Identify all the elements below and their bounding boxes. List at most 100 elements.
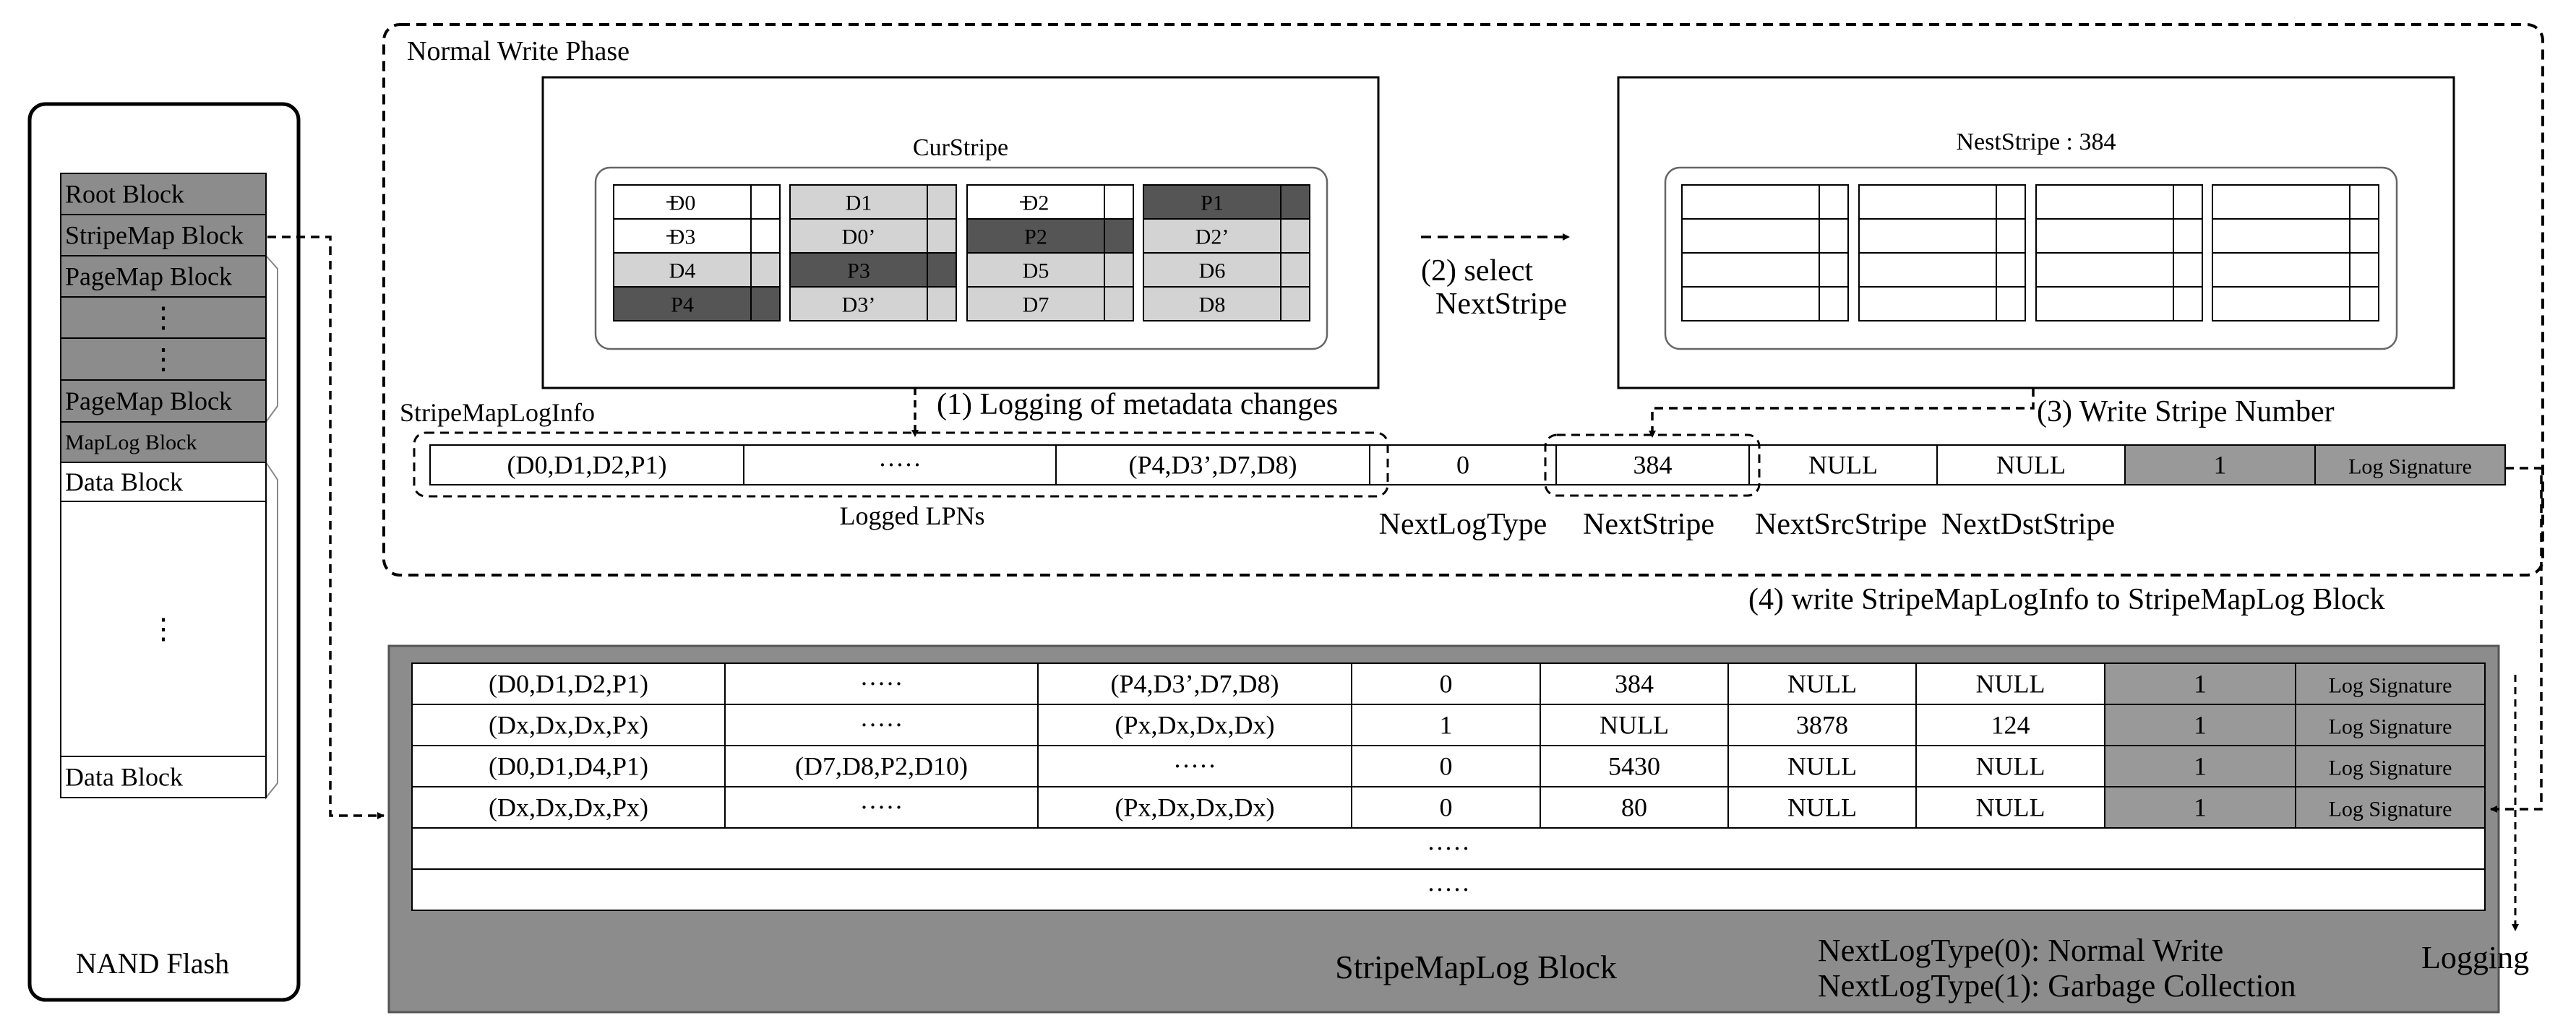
- step3-arrow: [1649, 388, 2035, 438]
- next-stripe-oob-cell: [2173, 218, 2203, 254]
- nand-block-label: StripeMap Block: [65, 221, 244, 250]
- log-table-value: 384: [1615, 670, 1654, 699]
- stripe-page-cell: [789, 184, 928, 220]
- next-stripe-cell: [2212, 184, 2350, 220]
- log-table-value: (Dx,Dx,Dx,Px): [489, 793, 648, 822]
- log-info-value: NULL: [1996, 451, 2066, 480]
- log-table-value: (D7,D8,P2,D10): [795, 752, 968, 781]
- nand-block: [60, 214, 267, 256]
- stripe-page-label: P1: [1201, 191, 1224, 215]
- log-table-cell: [2104, 662, 2296, 705]
- next-stripe-oob-cell: [2349, 184, 2379, 220]
- stripe-oob-cell: [1280, 286, 1310, 321]
- stripe-page-label: D1: [846, 191, 872, 215]
- stripe-oob-cell: [750, 286, 781, 321]
- log-table-cell: [1037, 662, 1352, 705]
- logged-lpns-bracket: [413, 431, 1389, 498]
- cur-stripe-inner: [594, 166, 1328, 350]
- log-table-cell: [2295, 786, 2486, 829]
- log-table-cell: [411, 745, 726, 787]
- next-stripe-oob-cell: [1996, 286, 2026, 321]
- legend-line-1: NextLogType(0): Normal Write: [1818, 933, 2223, 968]
- log-table-value: (Px,Dx,Dx,Dx): [1115, 793, 1275, 822]
- next-stripe-oob-cell: [2173, 184, 2203, 220]
- log-table-cell: [724, 704, 1039, 746]
- log-table-value: 80: [1621, 793, 1647, 822]
- log-table-cell: [1540, 704, 1729, 746]
- log-table-cell: [1351, 662, 1541, 705]
- stripemap-to-log-arrow: [267, 236, 385, 819]
- step2-label-line1: (2) select: [1421, 254, 1533, 288]
- stripe-page-cell: [789, 218, 928, 254]
- nand-ellipsis: ⋮: [149, 343, 178, 376]
- step3-label: (3) Write Stripe Number: [2037, 395, 2335, 428]
- log-table-value: (P4,D3’,D7,D8): [1111, 670, 1279, 699]
- next-stripe-oob-cell: [2349, 252, 2379, 288]
- nand-title: NAND Flash: [76, 947, 229, 980]
- log-table-value: 0: [1440, 752, 1453, 781]
- stripe-page-label: D8: [1199, 293, 1226, 317]
- log-table-value: (Px,Dx,Dx,Dx): [1115, 711, 1275, 740]
- stripe-page-label: D2’: [1195, 225, 1229, 249]
- datablock-stack-shadow: [265, 459, 278, 800]
- log-table-value: 5430: [1608, 752, 1660, 781]
- log-table-value: 3878: [1796, 711, 1848, 740]
- next-stripe-cell: [2035, 252, 2174, 288]
- log-table-value: NULL: [1787, 793, 1857, 822]
- label-next-src-stripe: NextSrcStripe: [1755, 508, 1927, 541]
- next-stripe-cell: [2212, 286, 2350, 321]
- stripe-oob-cell: [750, 184, 781, 220]
- step1-label: (1) Logging of metadata changes: [937, 388, 1338, 421]
- nand-block-label: PageMap Block: [65, 262, 232, 291]
- stripe-oob-cell: [750, 218, 781, 254]
- log-table-value: Log Signature: [2329, 798, 2452, 821]
- next-stripe-cell: [2035, 218, 2174, 254]
- next-stripe-oob-cell: [1996, 218, 2026, 254]
- nand-block: [60, 255, 267, 298]
- log-table-value: ·····: [1173, 752, 1216, 781]
- log-table-value: (D0,D1,D2,P1): [489, 670, 648, 699]
- next-stripe-title: NestStripe : 384: [1957, 129, 2116, 155]
- nand-block-label: Data Block: [65, 467, 183, 496]
- log-table-cell: [2295, 745, 2486, 787]
- next-stripe-panel: NestStripe : 384: [1617, 76, 2455, 389]
- stripe-page-label: P2: [1024, 225, 1047, 249]
- stripe-oob-cell: [1104, 218, 1134, 254]
- log-table-cell: [1037, 786, 1352, 829]
- log-info-value: (D0,D1,D2,P1): [507, 451, 667, 480]
- log-info-value: (P4,D3’,D7,D8): [1129, 451, 1297, 480]
- cur-stripe-panel: CurStripe D0D3D4P4D1D0’P3D3’D2P2D5D7P1D2…: [541, 76, 1380, 389]
- stripe-page-cell: [613, 218, 752, 254]
- stripe-oob-cell: [1280, 252, 1310, 288]
- log-table-ellipsis: ·····: [1427, 876, 1470, 905]
- stripe-oob-cell: [927, 286, 957, 321]
- log-table-cell: [1540, 662, 1729, 705]
- log-table-ellipsis: ·····: [1427, 834, 1470, 863]
- next-stripe-oob-cell: [2173, 286, 2203, 321]
- log-table-value: ·····: [860, 793, 903, 822]
- log-info-title: StripeMapLogInfo: [400, 398, 595, 427]
- next-stripe-cell: [1858, 286, 1997, 321]
- log-table-cell: [724, 662, 1039, 705]
- stripe-page-label: D3’: [842, 293, 876, 317]
- next-stripe-cell: [2212, 252, 2350, 288]
- stripe-page-cell: [613, 252, 752, 288]
- next-stripe-oob-cell: [1819, 184, 1849, 220]
- logging-label: Logging: [2421, 940, 2529, 975]
- log-table-value: 1: [2194, 670, 2207, 699]
- next-stripe-cell: [2035, 286, 2174, 321]
- normal-write-title: Normal Write Phase: [407, 36, 630, 66]
- stripe-page-cell: [613, 184, 752, 220]
- log-info-cell: [743, 444, 1057, 485]
- label-logged-lpns: Logged LPNs: [840, 501, 985, 530]
- stripe-oob-cell: [750, 252, 781, 288]
- stripe-page-label: D4: [669, 259, 696, 283]
- next-stripe-oob-cell: [1819, 218, 1849, 254]
- stripe-page-cell: [1143, 286, 1281, 321]
- log-info-cell: [2314, 444, 2506, 485]
- log-info-cell: [2124, 444, 2316, 485]
- log-info-value: Log Signature: [2348, 455, 2472, 479]
- nand-block-label: Root Block: [65, 180, 184, 209]
